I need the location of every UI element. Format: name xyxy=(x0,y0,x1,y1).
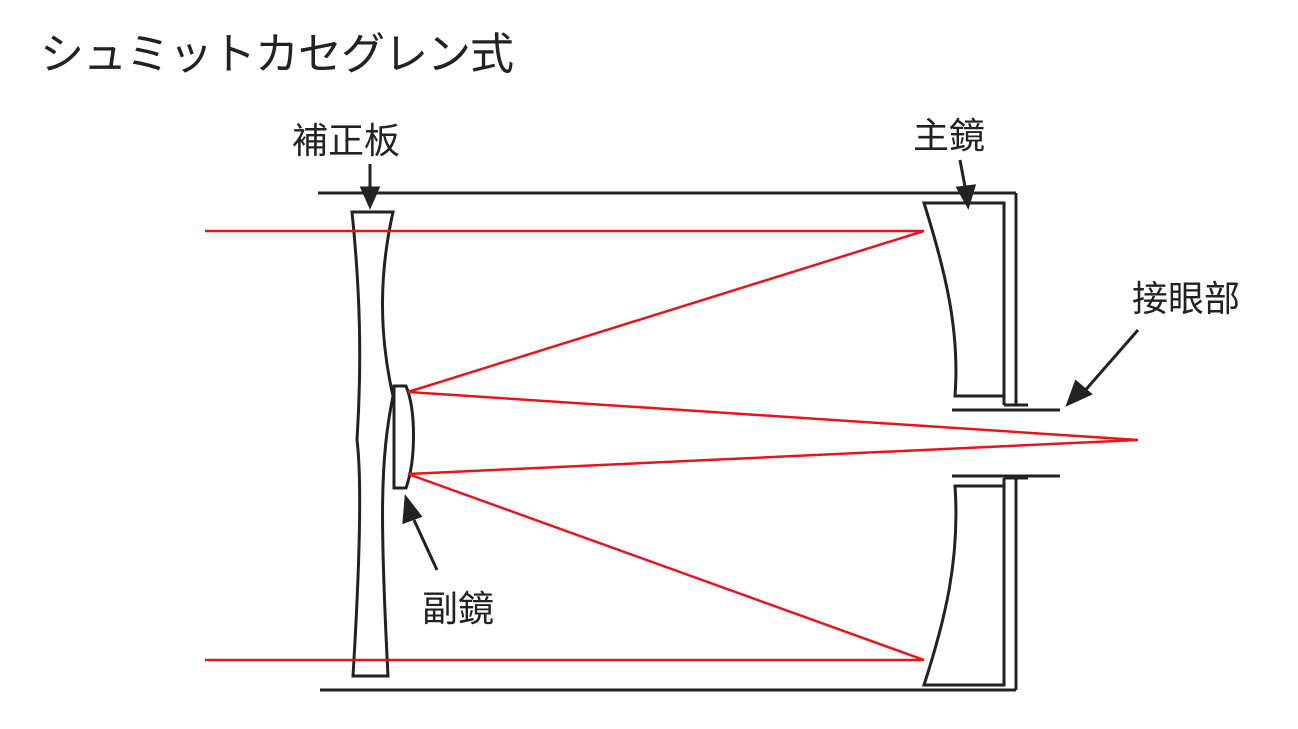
primary-mirror-label: 主鏡 xyxy=(913,116,986,157)
primary-mirror-upper xyxy=(921,201,1006,398)
diagram-title: シュミットカセグレン式 xyxy=(40,29,514,80)
light-rays xyxy=(205,229,1139,662)
label-arrows xyxy=(359,159,1140,571)
secondary-mirror xyxy=(392,384,415,490)
eyepiece-label: 接眼部 xyxy=(1132,279,1241,320)
ray-upper xyxy=(205,229,1139,442)
corrector-plate-label: 補正板 xyxy=(292,121,401,162)
primary-mirror-lower xyxy=(921,484,1006,687)
arrow-eyepiece xyxy=(1080,329,1140,395)
corrector-plate xyxy=(350,210,395,678)
telescope-tube xyxy=(318,191,1018,692)
secondary-mirror-label: 副鏡 xyxy=(422,589,495,630)
ray-lower xyxy=(205,438,1139,662)
arrow-secondary xyxy=(412,519,439,571)
